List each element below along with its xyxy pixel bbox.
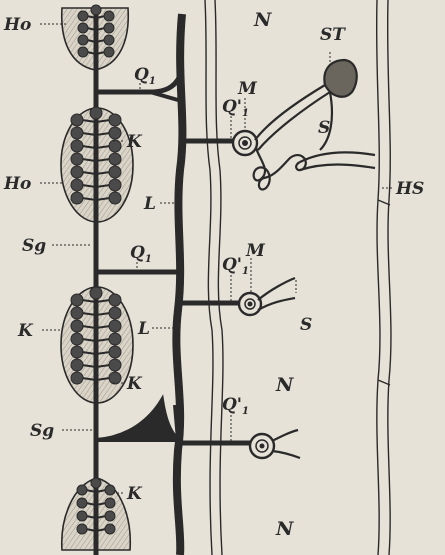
- st-funnel: [324, 60, 356, 97]
- label-k-4: K: [126, 484, 143, 504]
- follicle: [71, 307, 83, 319]
- follicle: [109, 153, 121, 165]
- follicle: [109, 140, 121, 152]
- follicle: [109, 179, 121, 191]
- follicle: [71, 333, 83, 345]
- label-st: ST: [320, 25, 346, 45]
- nephrostome-2: [239, 293, 261, 315]
- label-hs: HS: [395, 179, 424, 199]
- follicle: [109, 346, 121, 358]
- follicle: [78, 23, 88, 33]
- follicle: [71, 140, 83, 152]
- follicle: [78, 35, 88, 45]
- follicle: [71, 179, 83, 191]
- follicle: [109, 192, 121, 204]
- follicle: [91, 478, 101, 488]
- follicle: [104, 23, 114, 33]
- label-l-2: L: [137, 319, 150, 339]
- follicle: [71, 372, 83, 384]
- follicle: [109, 114, 121, 126]
- label-m-2: M: [245, 241, 266, 261]
- nephrostome-1: [233, 131, 257, 155]
- follicle: [104, 35, 114, 45]
- follicle: [71, 192, 83, 204]
- follicle: [71, 320, 83, 332]
- follicle: [105, 524, 115, 534]
- follicle: [109, 307, 121, 319]
- follicle: [71, 166, 83, 178]
- follicle: [71, 294, 83, 306]
- follicle: [109, 333, 121, 345]
- follicle: [109, 372, 121, 384]
- follicle: [109, 166, 121, 178]
- follicle: [104, 47, 114, 57]
- follicle: [77, 485, 87, 495]
- follicle: [71, 153, 83, 165]
- label-sg-1: Sg: [22, 236, 46, 256]
- label-n-3: N: [275, 518, 294, 540]
- label-n-2: N: [275, 374, 294, 396]
- follicle: [109, 127, 121, 139]
- follicle: [71, 359, 83, 371]
- follicle: [109, 320, 121, 332]
- follicle: [91, 5, 101, 15]
- follicle: [90, 287, 102, 299]
- label-ho-top: Ho: [3, 15, 31, 35]
- label-m-1: M: [237, 79, 258, 99]
- label-sg-2: Sg: [30, 421, 54, 441]
- follicle: [90, 107, 102, 119]
- label-ho-mid: Ho: [3, 174, 31, 194]
- label-k-3: K: [126, 374, 143, 394]
- follicle: [78, 47, 88, 57]
- follicle: [78, 11, 88, 21]
- follicle: [105, 511, 115, 521]
- follicle: [77, 524, 87, 534]
- follicle: [77, 511, 87, 521]
- nephrostome-3: [250, 434, 274, 458]
- follicle: [71, 114, 83, 126]
- label-n-1: N: [253, 9, 272, 31]
- follicle: [71, 346, 83, 358]
- follicle: [109, 294, 121, 306]
- follicle: [105, 498, 115, 508]
- label-s-2: S: [300, 315, 312, 335]
- label-s-1: S: [318, 118, 330, 138]
- follicle: [104, 11, 114, 21]
- follicle: [77, 498, 87, 508]
- follicle: [109, 359, 121, 371]
- label-k-2: K: [17, 321, 34, 341]
- label-k-1: K: [126, 132, 143, 152]
- label-l-1: L: [143, 194, 156, 214]
- follicle: [71, 127, 83, 139]
